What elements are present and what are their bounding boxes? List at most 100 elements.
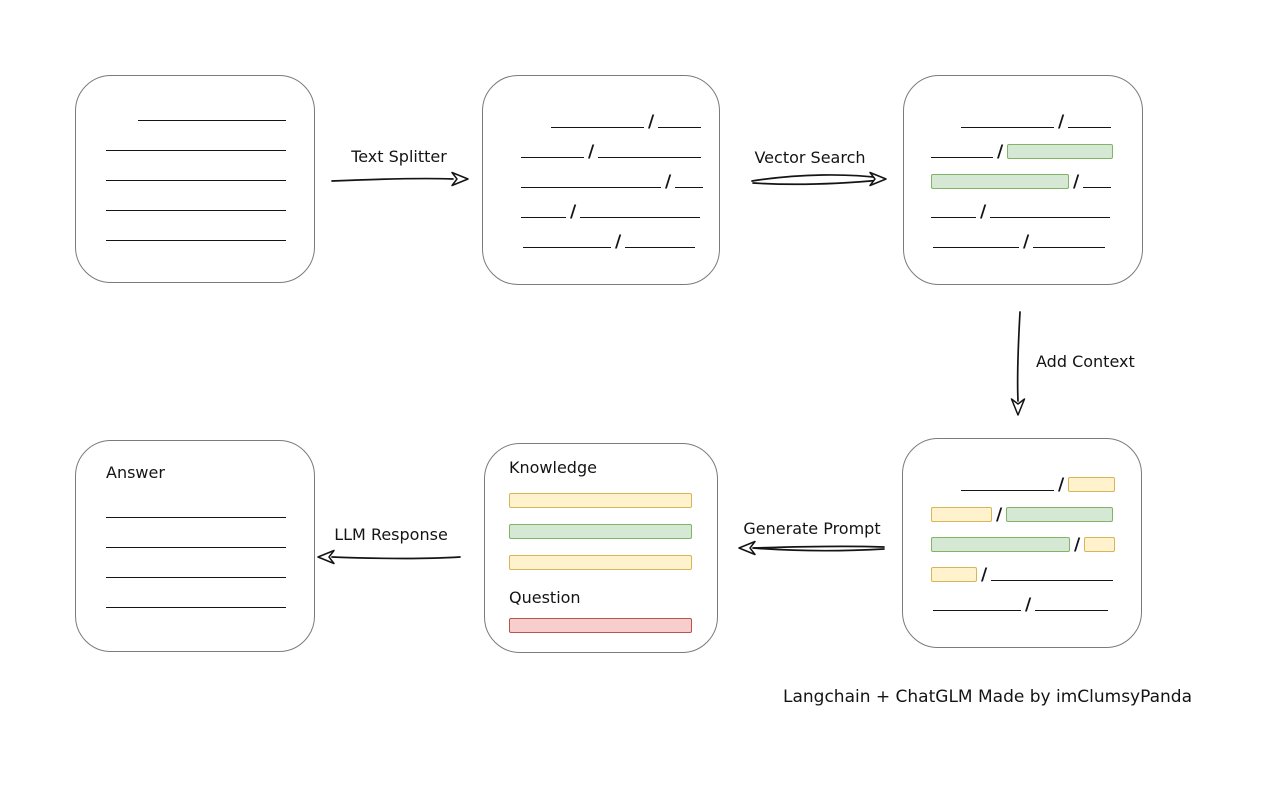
knowledge-bar-yellow <box>509 493 692 508</box>
slash-separator: / <box>588 142 595 162</box>
answer-box: Answer <box>75 440 315 652</box>
segment-row <box>106 211 314 241</box>
slash-separator: / <box>1023 232 1030 252</box>
context-lines: ///// <box>903 439 1141 614</box>
segment-row: / <box>931 551 1141 585</box>
segment-row: / <box>961 461 1141 495</box>
segment-row: / <box>931 188 1142 222</box>
slash-separator: / <box>665 172 672 192</box>
generate-prompt-arrow <box>738 540 885 556</box>
knowledge-label: Knowledge <box>509 458 597 477</box>
text-line <box>106 517 286 518</box>
highlight-bar-yellow <box>931 567 977 582</box>
highlight-bar-green <box>931 174 1069 189</box>
text-line <box>991 580 1114 581</box>
search-result-lines: / / / / / <box>904 76 1142 252</box>
text-line <box>931 217 976 218</box>
highlight-bar-green <box>1006 507 1114 522</box>
knowledge-bars <box>509 493 693 570</box>
split-chunks-box: / / / / / <box>482 75 720 285</box>
text-line <box>990 217 1111 218</box>
slash-separator: / <box>1058 475 1065 495</box>
text-line <box>961 127 1054 128</box>
segment-row <box>138 91 314 121</box>
highlight-bar-yellow <box>1084 537 1116 552</box>
knowledge-bar-green <box>509 524 692 539</box>
segment-row: / <box>961 98 1142 132</box>
slash-separator: / <box>997 142 1004 162</box>
text-line <box>138 120 286 121</box>
text-splitter-arrow <box>331 171 469 187</box>
segment-row: / <box>521 128 719 162</box>
segment-row <box>106 518 286 548</box>
segment-row: / <box>931 521 1141 555</box>
segment-row: / <box>931 491 1141 524</box>
llm-response-arrow <box>317 549 461 565</box>
segment-row: / <box>523 218 719 252</box>
text-line <box>551 127 644 128</box>
text-splitter-label: Text Splitter <box>351 147 447 166</box>
segment-row: / <box>933 218 1142 252</box>
answer-lines <box>106 488 286 608</box>
text-line <box>1033 247 1106 248</box>
highlight-bar-yellow <box>1068 477 1116 492</box>
text-line <box>521 157 584 158</box>
segment-row <box>106 578 286 608</box>
prompt-box: Knowledge Question <box>484 443 718 653</box>
slash-separator: / <box>1073 172 1080 192</box>
text-line <box>106 180 286 181</box>
segment-row: / <box>551 98 719 132</box>
text-line <box>521 217 566 218</box>
segment-row <box>106 181 314 211</box>
text-line <box>106 150 286 151</box>
diagram-caption: Langchain + ChatGLM Made by imClumsyPand… <box>783 687 1192 707</box>
document-lines <box>76 76 314 241</box>
generate-prompt-label: Generate Prompt <box>743 519 881 538</box>
slash-separator: / <box>981 565 988 585</box>
segment-row: / <box>933 581 1141 614</box>
add-context-label: Add Context <box>1036 352 1135 371</box>
slash-separator: / <box>648 112 655 132</box>
text-line <box>933 610 1021 611</box>
text-line <box>598 157 702 158</box>
highlight-bar-yellow <box>931 507 992 522</box>
slash-separator: / <box>1058 112 1065 132</box>
slash-separator: / <box>615 232 622 252</box>
segment-row: / <box>931 128 1142 162</box>
text-line <box>1035 610 1109 611</box>
text-line <box>625 247 696 248</box>
question-bar <box>509 618 692 633</box>
text-line <box>106 240 286 241</box>
segment-row <box>106 121 314 151</box>
text-line <box>1083 187 1112 188</box>
vector-search-results-box: / / / / / <box>903 75 1143 285</box>
text-line <box>658 127 702 128</box>
segment-row <box>106 151 314 181</box>
text-line <box>931 157 993 158</box>
slash-separator: / <box>980 202 987 222</box>
highlight-bar-green <box>931 537 1070 552</box>
text-line <box>521 187 661 188</box>
text-line <box>106 210 286 211</box>
answer-label: Answer <box>106 463 165 482</box>
vector-search-arrow <box>751 171 887 187</box>
add-context-arrow <box>1010 311 1026 416</box>
llm-response-label: LLM Response <box>334 525 448 544</box>
segment-row: / <box>521 188 719 222</box>
text-line <box>933 247 1019 248</box>
text-line <box>580 217 701 218</box>
slash-separator: / <box>570 202 577 222</box>
question-label: Question <box>509 588 581 607</box>
context-selection-box: ///// <box>902 438 1142 648</box>
segment-row <box>106 548 286 578</box>
highlight-bar-green <box>1007 144 1114 159</box>
segment-row: / <box>931 158 1142 192</box>
text-line <box>523 247 611 248</box>
text-line <box>106 577 286 578</box>
slash-separator: / <box>1074 535 1081 555</box>
text-line <box>1068 127 1112 128</box>
text-line <box>106 607 286 608</box>
segment-row: / <box>521 158 719 192</box>
vector-search-label: Vector Search <box>754 148 866 167</box>
